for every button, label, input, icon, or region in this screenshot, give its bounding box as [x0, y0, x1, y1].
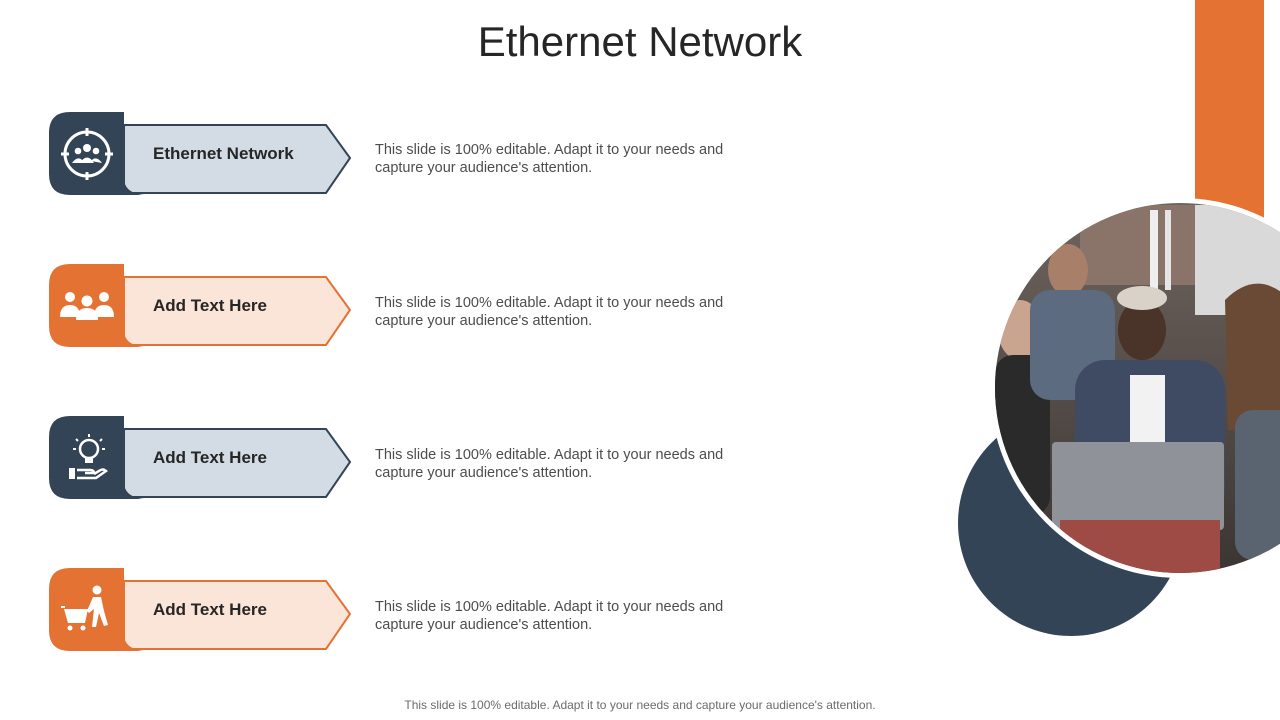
- item-row-2: Add Text Here: [48, 263, 353, 349]
- item-4-description: This slide is 100% editable. Adapt it to…: [375, 599, 724, 633]
- item-1-label: Ethernet Network: [153, 144, 294, 163]
- item-2-shape: [49, 264, 352, 347]
- slide-footer: This slide is 100% editable. Adapt it to…: [404, 698, 876, 712]
- item-2-label: Add Text Here: [153, 296, 267, 315]
- item-row-1: Ethernet Network: [48, 111, 353, 197]
- group-people-icon: [60, 292, 114, 320]
- navy-circle: [958, 410, 1184, 636]
- item-3-description: This slide is 100% editable. Adapt it to…: [375, 447, 724, 481]
- item-3-shape: [49, 416, 352, 499]
- idea-hand-icon: [69, 434, 108, 480]
- photo-border: [990, 198, 1280, 578]
- item-2-description: This slide is 100% editable. Adapt it to…: [375, 295, 724, 329]
- team-target-icon: [61, 128, 113, 180]
- item-1-description: This slide is 100% editable. Adapt it to…: [375, 142, 724, 176]
- item-3-label: Add Text Here: [153, 448, 267, 467]
- item-row-4: Add Text Here: [48, 567, 353, 653]
- photo: [995, 203, 1280, 573]
- slide-title: Ethernet Network: [477, 18, 803, 65]
- person-cart-icon: [61, 585, 108, 631]
- item-row-3: Add Text Here: [48, 415, 353, 501]
- orange-accent-bar: [1195, 0, 1264, 222]
- item-4-label: Add Text Here: [153, 600, 267, 619]
